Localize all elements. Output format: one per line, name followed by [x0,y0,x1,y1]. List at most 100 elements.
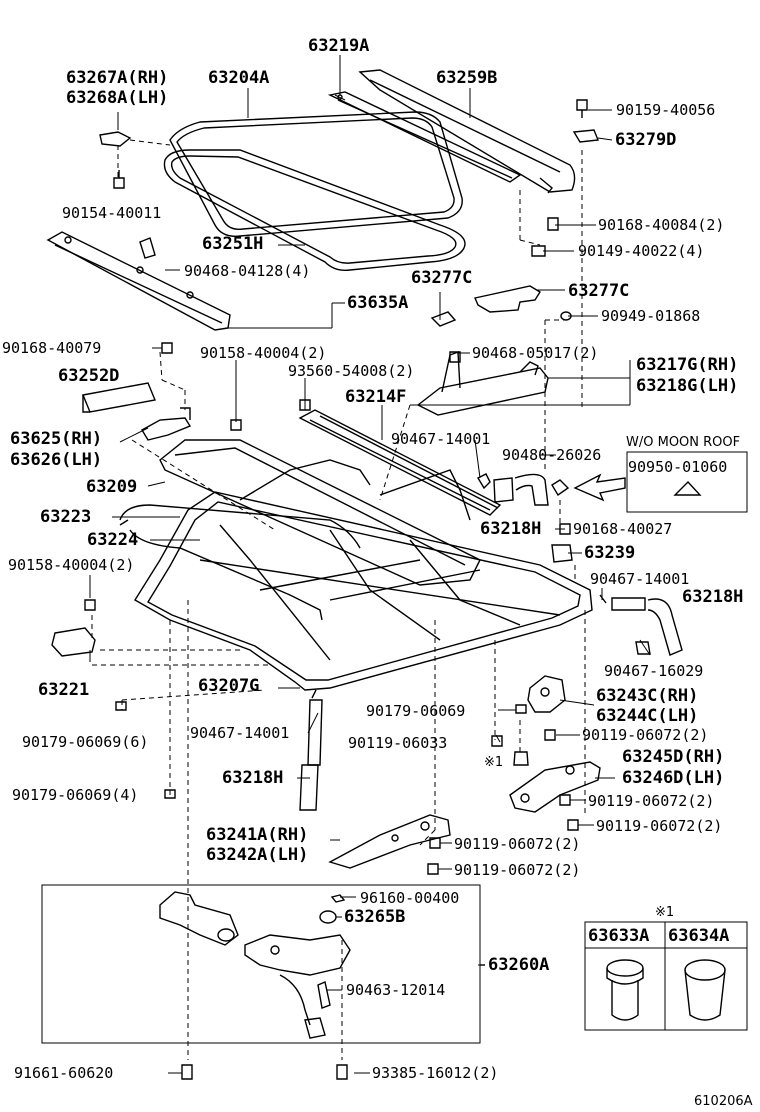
bracket-63267A [100,132,130,146]
motor-assy-box-63260A [42,885,485,1043]
label-63265B: 63265B [344,907,406,927]
label-63268A: 63268A(LH) [66,88,169,108]
label-63218H-a: 63218H [480,519,542,539]
label-90119-06072-c: 90119-06072(2) [596,817,723,835]
deflector-63259B [360,70,575,193]
label-63219A: 63219A [308,36,370,56]
grommet-63634A [685,960,725,1020]
label-63218H-c: 63218H [222,768,284,788]
clip-90467-16029 [636,642,650,654]
label-90463-12014: 90463-12014 [346,981,446,999]
label-96160-00400: 96160-00400 [360,889,460,907]
label-63625: 63625(RH) [10,429,103,449]
clip-63279D [574,130,598,142]
label-90467-14001-a: 90467-14001 [391,430,491,448]
label-wo-moon-roof: W/O MOON ROOF [626,435,741,450]
screw-90149-40022 [532,246,545,256]
sunshade-63214F [300,410,500,515]
label-63244C: 63244C(LH) [596,706,699,726]
label-63209: 63209 [86,477,138,497]
label-ref1-mark: ※1 [484,755,504,770]
label-63259B: 63259B [436,68,498,88]
bolt-90159-40056 [577,100,587,118]
screw-90119-06072-a [545,730,555,740]
screw-90158-40004-b [85,600,95,610]
label-63207G: 63207G [198,676,260,696]
label-90468-05017: 90468-05017(2) [472,344,599,362]
housing-frame-63207G [135,460,592,690]
label-90467-16029: 90467-16029 [604,662,704,680]
pin-90463-12014 [318,982,330,1008]
link-63241A [330,815,450,868]
grommet-63633A [607,960,643,1020]
label-63635A: 63635A [347,293,409,313]
gear-63265B [320,911,336,923]
label-63217G: 63217G(RH) [636,355,739,375]
label-90949-01868: 90949-01868 [601,307,701,325]
label-63241A: 63241A(RH) [206,825,309,845]
label-63224: 63224 [87,530,139,550]
garnish-63635A [48,232,230,330]
label-90119-06072-b: 90119-06072(2) [588,792,715,810]
label-63279D: 63279D [615,130,677,150]
label-63634A: 63634A [668,926,730,946]
label-63267A: 63267A(RH) [66,68,169,88]
drain-guide-63217G [418,352,548,415]
label-63214F: 63214F [345,387,407,407]
wo-moon-roof-box [627,452,747,512]
label-90149-40022: 90149-40022(4) [578,242,705,260]
screw-90119-06072-d [428,838,440,874]
label-90468-04128: 90468-04128(4) [184,262,311,280]
frame-63209 [160,440,480,585]
clip-90949-01868 [561,312,571,320]
label-90467-14001-b: 90467-14001 [590,570,690,588]
dashed-lines [92,140,585,1060]
label-63277C-a: 63277C [411,268,473,288]
label-63277C-b: 63277C [568,281,630,301]
label-63252D: 63252D [58,366,120,386]
drain-hose-63218H-rear [600,595,682,655]
bracket-63239 [552,545,572,562]
label-90119-06033: 90119-06033 [348,734,448,752]
ref1-table [585,922,747,1030]
label-90119-06072-e: 90119-06072(2) [454,861,581,879]
label-93385-16012: 93385-16012(2) [372,1064,499,1082]
screw-90158-40004 [231,420,241,430]
grommet-ref1 [514,752,528,765]
screw-90119-06033 [492,736,502,746]
bracket-63221 [52,628,95,656]
label-63223: 63223 [40,507,92,527]
label-63633A: 63633A [588,926,650,946]
label-63251H: 63251H [202,234,264,254]
glass-panel-63204A [170,112,462,236]
arrow-to-wo-moon-roof [575,475,625,500]
label-90154-40011: 90154-40011 [62,204,162,222]
label-90179-06069-c: 90179-06069(4) [12,786,139,804]
bracket-63625 [142,408,190,440]
bolt-93385-16012 [337,1065,347,1079]
link-63245D [510,762,600,812]
label-90158-40004-a: 90158-40004(2) [200,344,327,362]
label-93560-54008: 93560-54008(2) [288,362,415,380]
screw-90119-06072-b [560,795,578,830]
label-90168-40079: 90168-40079 [2,339,102,357]
label-table-header: ※1 [655,905,675,920]
label-figure-id: 610206A [694,1094,753,1109]
motor-63260A [160,892,350,1038]
label-63260A: 63260A [488,955,550,975]
screw-90154-40011 [114,170,124,188]
label-90168-40084: 90168-40084(2) [598,216,725,234]
label-90480-26026: 90480-26026 [502,446,602,464]
label-90119-06072-a: 90119-06072(2) [582,726,709,744]
drain-hose-63218H-front [300,690,322,810]
label-90467-14001-c: 90467-14001 [190,724,290,742]
label-63218G: 63218G(LH) [636,376,739,396]
bolt-91661-60620 [182,1065,192,1079]
nut-93560-54008 [300,400,310,410]
label-63243C: 63243C(RH) [596,686,699,706]
leader-lines [90,55,650,1073]
label-63246D: 63246D(LH) [622,768,725,788]
label-90159-40056: 90159-40056 [616,101,716,119]
clip-63277C [432,286,540,326]
